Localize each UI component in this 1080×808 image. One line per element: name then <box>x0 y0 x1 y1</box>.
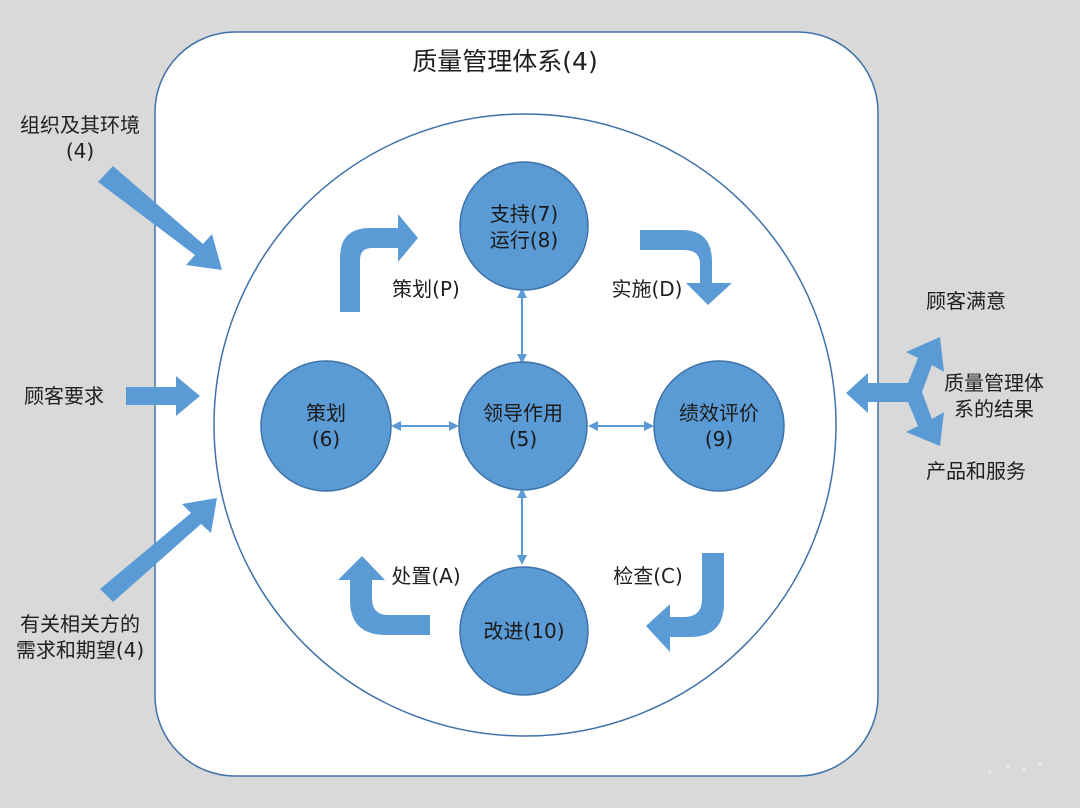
node-performance-text: 绩效评价 (9) <box>659 400 779 452</box>
customer-req-label: 顾客要求 <box>24 384 104 408</box>
node-planning-line2: (6) <box>311 427 341 451</box>
node-support-line2: 运行(8) <box>489 228 559 252</box>
do-label: 实施(D) <box>611 277 683 301</box>
decorative-dots <box>988 762 1042 774</box>
plan-arrow <box>340 214 418 312</box>
check-arrow <box>646 553 724 652</box>
org-env-line2: (4) <box>65 139 95 163</box>
node-support-line1: 支持(7) <box>489 202 559 226</box>
customer-req-arrow <box>126 376 200 416</box>
node-leadership-line2: (5) <box>508 427 538 451</box>
act-label: 处置(A) <box>391 564 461 588</box>
plan-label: 策划(P) <box>392 277 460 301</box>
node-support-operation <box>459 161 589 291</box>
node-performance-line2: (9) <box>704 427 734 451</box>
output-arrow <box>846 337 944 446</box>
org-env-label: 组织及其环境 (4) <box>10 112 150 164</box>
node-performance <box>653 360 785 492</box>
node-support-text: 支持(7) 运行(8) <box>464 201 584 253</box>
org-env-line1: 组织及其环境 <box>20 113 140 137</box>
qms-result-line1: 质量管理体 <box>944 371 1044 395</box>
stakeholder-arrow <box>100 498 217 602</box>
node-leadership-line1: 领导作用 <box>483 401 563 425</box>
node-performance-line1: 绩效评价 <box>679 401 759 425</box>
stakeholder-line1: 有关相关方的 <box>20 612 140 636</box>
node-improvement-text: 改进(10) <box>483 619 565 643</box>
stakeholder-line2: 需求和期望(4) <box>15 638 145 662</box>
node-planning-text: 策划 (6) <box>266 400 386 452</box>
diagram-title: 质量管理体系(4) <box>412 47 598 76</box>
node-planning <box>260 360 392 492</box>
org-env-arrow <box>98 166 222 270</box>
check-label: 检查(C) <box>613 564 683 588</box>
products-label: 产品和服务 <box>926 459 1026 483</box>
node-leadership-text: 领导作用 (5) <box>463 400 583 452</box>
node-improvement <box>459 566 589 696</box>
act-arrow <box>338 556 430 635</box>
do-arrow <box>640 230 732 305</box>
qms-result-line2: 系的结果 <box>954 397 1034 421</box>
qms-result-label: 质量管理体 系的结果 <box>934 370 1054 422</box>
satisfaction-label: 顾客满意 <box>926 289 1006 313</box>
stakeholder-label: 有关相关方的 需求和期望(4) <box>8 611 152 663</box>
node-planning-line1: 策划 <box>306 401 346 425</box>
node-leadership <box>458 361 588 491</box>
